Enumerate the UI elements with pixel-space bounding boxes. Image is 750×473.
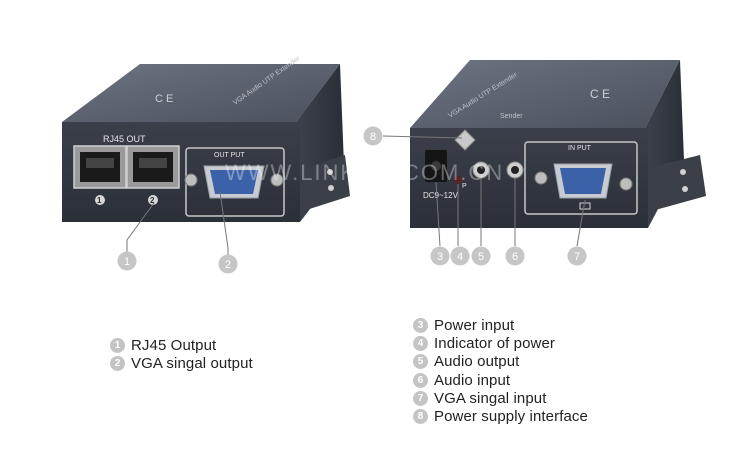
port-number-1: 1 <box>97 196 102 205</box>
svg-text:C E: C E <box>155 93 173 105</box>
legend-item-audio-output: 5 Audio output <box>413 353 588 371</box>
legend-label: Audio input <box>434 371 511 389</box>
led-label: P <box>462 183 467 190</box>
svg-text:5: 5 <box>478 251 484 263</box>
legend-item-power-input: 3 Power input <box>413 316 588 334</box>
port-number-2: 2 <box>150 196 155 205</box>
vga-in-label: IN PUT <box>568 145 592 152</box>
audio-input-jack <box>506 161 524 179</box>
legend-number: 2 <box>110 355 125 371</box>
leader-lines <box>126 135 586 256</box>
legend-item-power-indicator: 4 Indicator of power <box>413 334 588 352</box>
legend-label: VGA singal output <box>131 354 253 372</box>
power-supply-interface <box>454 129 476 151</box>
svg-text:8: 8 <box>370 131 376 143</box>
legend-label: VGA singal input <box>434 389 547 407</box>
callout-2: 2 <box>218 254 238 274</box>
legend-number: 1 <box>110 337 125 353</box>
svg-text:3: 3 <box>437 251 443 263</box>
vga-out-label: OUT PUT <box>214 152 245 159</box>
callout-4: 4 <box>450 246 470 266</box>
power-jack <box>425 150 447 182</box>
sender-device: C E VGA Audio UTP Extender Sender DC9~12… <box>410 60 706 228</box>
legend-item-power-supply-interface: 8 Power supply interface <box>413 407 588 425</box>
callout-5: 5 <box>471 246 491 266</box>
legend-item-rj45-output: 1 RJ45 Output <box>110 336 253 354</box>
legend-number: 5 <box>413 354 428 370</box>
legend-number: 6 <box>413 372 428 388</box>
svg-text:C E: C E <box>590 87 610 101</box>
rj45-out-label: RJ45 OUT <box>103 134 146 144</box>
legend-item-audio-input: 6 Audio input <box>413 371 588 389</box>
receiver-device: VGA Audio UTP Extender C E RJ45 OUT 1 2 … <box>62 55 350 222</box>
legend-item-vga-input: 7 VGA singal input <box>413 389 588 407</box>
callout-6: 6 <box>505 246 525 266</box>
svg-text:6: 6 <box>512 251 518 263</box>
power-indicator-led <box>454 176 462 184</box>
svg-text:1: 1 <box>124 256 130 268</box>
legend-number: 7 <box>413 390 428 406</box>
callout-3: 3 <box>430 246 450 266</box>
callout-8: 8 <box>363 126 383 146</box>
watermark: WWW.LINK-MI.COM.CN <box>225 160 504 185</box>
svg-text:Sender: Sender <box>500 113 523 120</box>
legend-label: RJ45 Output <box>131 336 217 354</box>
legend-label: Audio output <box>434 353 520 371</box>
rj45-port-1 <box>73 145 127 189</box>
rj45-port-2 <box>126 145 180 189</box>
legend-number: 8 <box>413 409 428 425</box>
legend-number: 4 <box>413 335 428 351</box>
svg-text:4: 4 <box>457 251 463 263</box>
legend-receiver: 1 RJ45 Output 2 VGA singal output <box>110 336 253 373</box>
legend-label: Power supply interface <box>434 408 588 426</box>
legend-sender: 3 Power input 4 Indicator of power 5 Aud… <box>413 316 588 426</box>
power-label: DC9~12V <box>423 191 459 200</box>
legend-label: Power input <box>434 316 515 334</box>
legend-number: 3 <box>413 317 428 333</box>
legend-label: Indicator of power <box>434 334 556 352</box>
legend-item-vga-output: 2 VGA singal output <box>110 354 253 372</box>
vga-input-port <box>553 163 613 199</box>
callout-7: 7 <box>567 246 587 266</box>
vga-output-port <box>203 165 265 199</box>
callout-1: 1 <box>117 251 137 271</box>
svg-text:2: 2 <box>225 259 231 271</box>
svg-text:7: 7 <box>574 251 580 263</box>
